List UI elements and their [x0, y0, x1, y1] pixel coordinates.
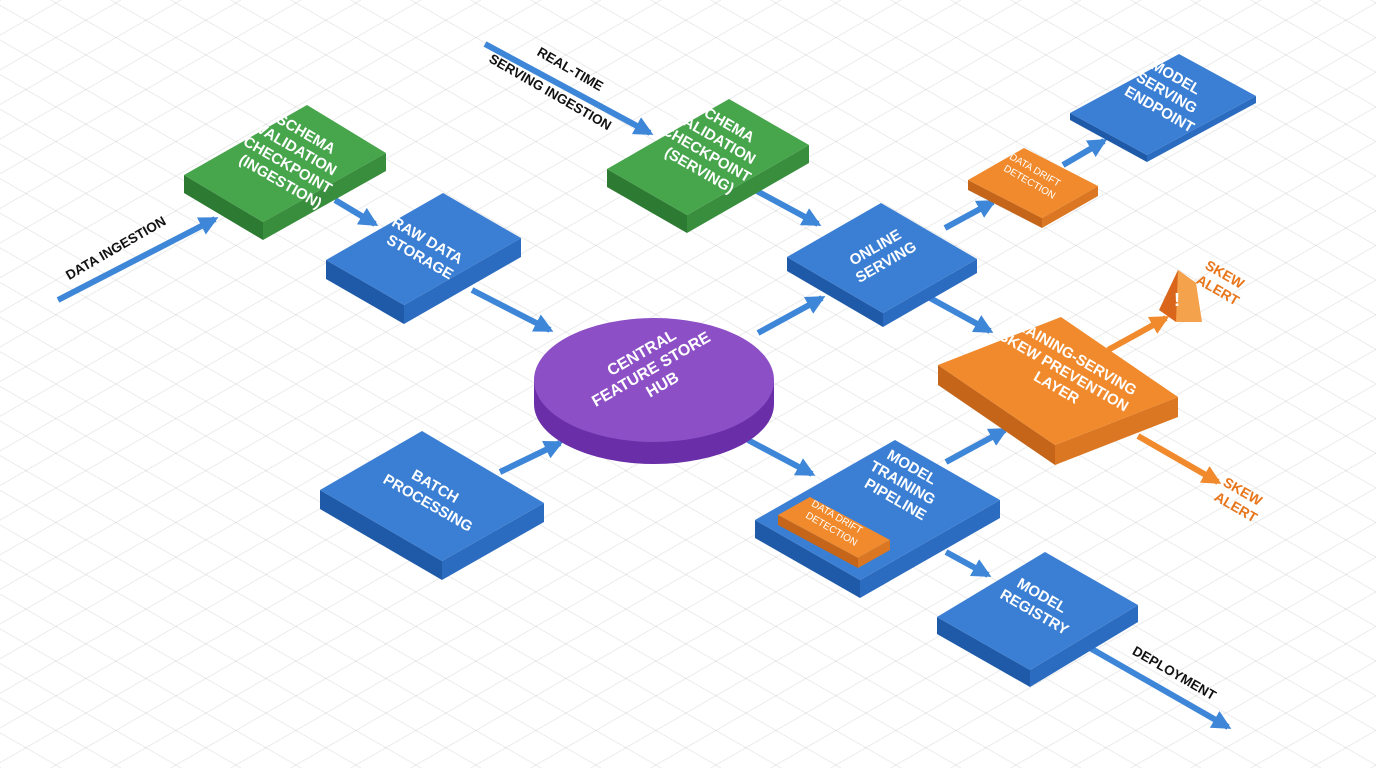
arrow-skew-alert-bottom [1136, 433, 1222, 485]
arrow-raw-to-hub [470, 287, 554, 333]
skew-alert-top-label: SKEW ALERT [1194, 257, 1251, 309]
arrow-data-ingestion [56, 216, 219, 303]
arrow-drift-to-endpoint [1061, 138, 1108, 168]
model-serving-endpoint-block[interactable]: MODEL SERVING ENDPOINT [1070, 52, 1256, 162]
arrow-realtime-ingestion [483, 41, 654, 136]
arrow-hub-to-training [746, 437, 816, 477]
warning-symbol: ! [1174, 290, 1180, 310]
raw-data-storage-block[interactable]: RAW DATA STORAGE [326, 193, 521, 324]
arrow-skew-alert-top [1106, 315, 1170, 353]
training-serving-skew-layer[interactable]: TRAINING-SERVING SKEW PREVENTION LAYER [938, 312, 1178, 465]
arrow-training-to-registry [944, 549, 992, 578]
schema-validation-serving-block[interactable]: SCHEMA VALIDATION CHECKPOINT (SERVING) [607, 91, 809, 233]
warning-icon: ! [1159, 270, 1202, 322]
arrow-batch-to-hub [498, 440, 564, 475]
central-feature-store-hub[interactable]: CENTRAL FEATURE STORE HUB [534, 310, 774, 464]
arrow-hub-to-online [756, 295, 826, 336]
arrow-schema-to-raw [333, 197, 379, 227]
arrow-schema-to-online [753, 187, 822, 227]
schema-validation-ingestion-block[interactable]: SCHEMA VALIDATION CHECKPOINT (INGESTION) [184, 102, 386, 240]
batch-processing-block[interactable]: BATCH PROCESSING [320, 431, 544, 580]
arrow-online-to-drift [943, 199, 997, 231]
arrow-training-to-skew [944, 427, 1009, 465]
arrow-online-to-skew [928, 295, 994, 334]
model-registry-block[interactable]: MODEL REGISTRY [937, 552, 1138, 687]
skew-alert-bottom-label: SKEW ALERT [1212, 474, 1269, 526]
arrow-deployment [1088, 645, 1232, 730]
online-serving-block[interactable]: ONLINE SERVING [787, 203, 977, 327]
data-drift-detection-top[interactable]: DATA DRIFT DETECTION [968, 148, 1098, 228]
connectors [56, 41, 1232, 730]
